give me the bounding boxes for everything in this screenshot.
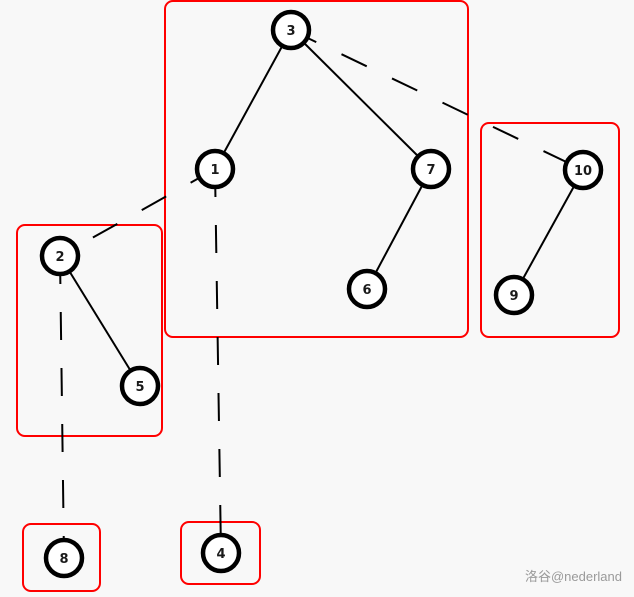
edge-10-9 xyxy=(513,169,584,296)
node-label: 2 xyxy=(55,250,64,265)
node-circle xyxy=(194,148,236,190)
node-label: 5 xyxy=(135,380,144,395)
edge-2-5 xyxy=(59,255,141,387)
node-circle xyxy=(562,149,604,191)
watermark: 洛谷@nederland xyxy=(524,569,622,584)
node-8[interactable]: 8 xyxy=(43,537,85,579)
edge-1-4 xyxy=(214,168,222,554)
edge-3-10 xyxy=(290,29,584,171)
node-label: 6 xyxy=(362,283,371,298)
node-circle xyxy=(119,365,161,407)
node-circle xyxy=(270,9,312,51)
node-4[interactable]: 4 xyxy=(200,532,242,574)
node-label: 4 xyxy=(216,547,225,562)
node-6[interactable]: 6 xyxy=(346,268,388,310)
node-circle xyxy=(493,274,535,316)
node-3[interactable]: 3 xyxy=(270,9,312,51)
group-box xyxy=(22,523,101,592)
node-1[interactable]: 1 xyxy=(194,148,236,190)
node-circle xyxy=(39,235,81,277)
group-box xyxy=(480,122,620,338)
node-2[interactable]: 2 xyxy=(39,235,81,277)
node-label: 3 xyxy=(286,24,295,39)
node-10[interactable]: 10 xyxy=(562,149,604,191)
node-circle xyxy=(410,148,452,190)
edge-3-7 xyxy=(290,29,432,170)
node-label: 1 xyxy=(210,163,219,178)
edge-3-1 xyxy=(214,29,292,170)
node-7[interactable]: 7 xyxy=(410,148,452,190)
node-5[interactable]: 5 xyxy=(119,365,161,407)
group-box xyxy=(16,224,163,437)
node-label: 8 xyxy=(59,552,68,567)
node-label: 7 xyxy=(426,163,435,178)
edge-1-2 xyxy=(59,168,216,257)
node-circle xyxy=(346,268,388,310)
node-circle xyxy=(200,532,242,574)
edge-2-8 xyxy=(59,255,65,559)
group-box xyxy=(164,0,469,338)
edge-7-6 xyxy=(366,168,432,290)
node-9[interactable]: 9 xyxy=(493,274,535,316)
node-label: 10 xyxy=(574,164,592,179)
node-label: 9 xyxy=(509,289,518,304)
node-circle xyxy=(43,537,85,579)
